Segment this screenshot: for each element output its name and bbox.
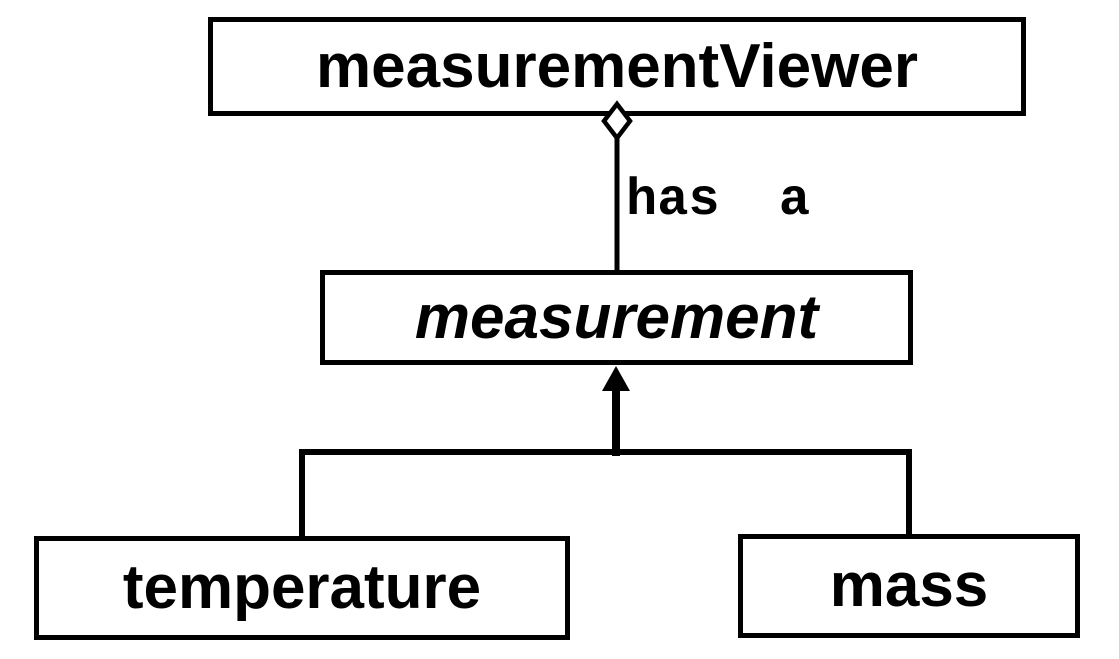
class-name-measurement-viewer: measurementViewer — [316, 31, 918, 101]
class-box-mass: mass — [738, 534, 1080, 638]
class-name-mass: mass — [829, 551, 989, 620]
class-box-measurement: measurement — [320, 270, 913, 365]
inheritance-arrow-icon — [602, 366, 630, 391]
inheritance-branch-connector — [299, 449, 912, 539]
class-box-measurement-viewer: measurementViewer — [208, 17, 1026, 116]
class-name-temperature: temperature — [122, 553, 482, 622]
aggregation-open-diamond-icon — [601, 100, 633, 142]
aggregation-edge-label: has a — [626, 171, 811, 230]
class-box-temperature: temperature — [34, 536, 570, 640]
class-name-measurement: measurement — [414, 282, 819, 352]
